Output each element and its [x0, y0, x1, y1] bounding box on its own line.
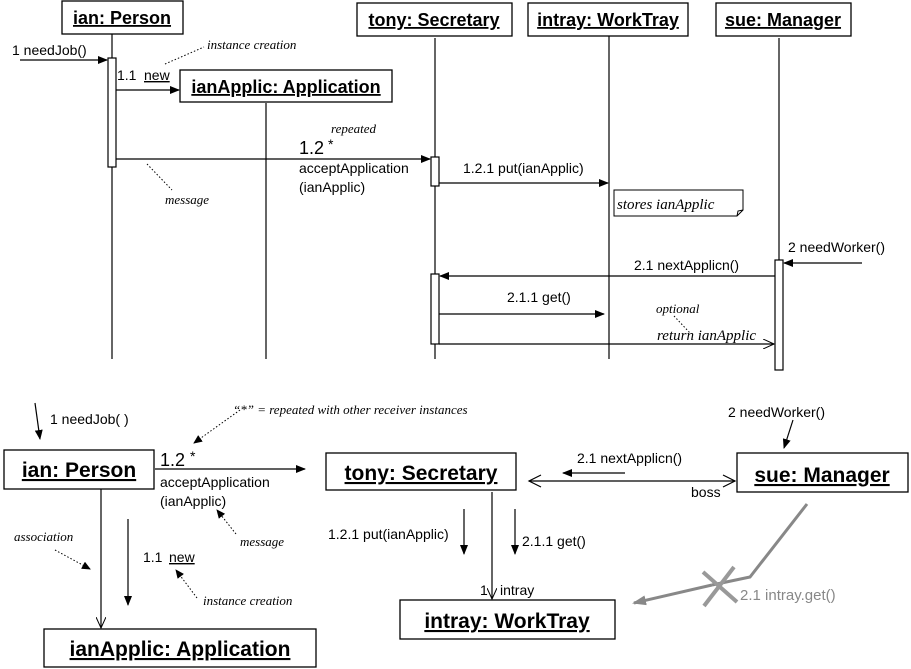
object-label: ianApplic: Application: [70, 638, 291, 661]
object-label: intray: WorkTray: [537, 10, 679, 30]
message-new-seq: 1.1: [143, 549, 163, 565]
navigability-arrow: [527, 474, 542, 488]
activation-ian: [107, 57, 117, 168]
message-nextapplicn: 2.1 nextApplicn(): [634, 257, 739, 273]
collaboration-diagram: ian: Person tony: Secretary sue: Manager…: [3, 402, 909, 668]
annotation-pointer: [175, 569, 198, 599]
note-text: stores ianApplic: [617, 197, 715, 213]
message-put: 1.2.1 put(ianApplic): [328, 526, 449, 542]
annotation-star-meaning: “*” = repeated with other receiver insta…: [233, 402, 468, 417]
message-accept-arg: (ianApplic): [160, 493, 226, 509]
object-label: ian: Person: [73, 8, 171, 28]
annotation-repeated: repeated: [331, 121, 376, 136]
collab-object-ianapplic-application[interactable]: ianApplic: Application: [43, 628, 317, 668]
message-needjob: 1 needJob(): [12, 42, 87, 58]
annotation-pointer: [216, 509, 237, 535]
message-arrow-needjob: [34, 402, 43, 440]
collab-object-ian-person[interactable]: ian: Person: [3, 449, 155, 490]
message-accept-name: acceptApplication: [299, 160, 409, 176]
object-label: sue: Manager: [754, 464, 889, 487]
message-accept-arg: (ianApplic): [299, 179, 365, 195]
annotation-instance-creation: instance creation: [207, 37, 296, 52]
multiplicity-label: 1: [480, 582, 488, 598]
role-label-boss: boss: [691, 484, 721, 500]
message-new-keyword: new: [169, 549, 196, 565]
collab-object-intray-worktray[interactable]: intray: WorkTray: [399, 599, 616, 640]
annotation-pointer: [54, 549, 91, 570]
object-label: tony: Secretary: [368, 10, 499, 30]
object-ian-person[interactable]: ian: Person: [61, 0, 184, 35]
message-arrow-needworker: [782, 419, 794, 449]
message-needjob: 1 needJob( ): [50, 411, 129, 427]
annotation-message: message: [240, 534, 284, 549]
message-nextapplicn: 2.1 nextApplicn(): [577, 450, 682, 466]
annotation-message: message: [165, 192, 209, 207]
object-tony-secretary[interactable]: tony: Secretary: [356, 2, 513, 37]
role-label-intray: intray: [500, 582, 534, 598]
object-intray-worktray[interactable]: intray: WorkTray: [527, 2, 689, 37]
annotation-pointer: [146, 163, 173, 191]
object-sue-manager[interactable]: sue: Manager: [715, 2, 852, 37]
object-label: ian: Person: [22, 459, 136, 482]
message-get: 2.1.1 get(): [522, 533, 586, 549]
note-stores-ianapplic: stores ianApplic: [613, 189, 744, 217]
cross-out-icon: [702, 565, 736, 608]
message-accept-star: *: [328, 136, 334, 152]
sequence-diagram: ian: Person tony: Secretary intray: Work…: [12, 0, 885, 371]
message-needworker: 2 needWorker(): [728, 404, 825, 420]
invalid-message-intray-get: 2.1 intray.get(): [632, 503, 836, 608]
object-label: tony: Secretary: [345, 462, 498, 485]
annotation-pointer: [164, 46, 205, 65]
annotation-association: association: [14, 529, 73, 544]
navigability-arrow: [722, 474, 737, 488]
message-get: 2.1.1 get(): [507, 289, 571, 305]
annotation-instance-creation: instance creation: [203, 593, 292, 608]
collab-object-tony-secretary[interactable]: tony: Secretary: [325, 452, 517, 491]
message-crossed-out: 2.1 intray.get(): [740, 587, 836, 604]
message-return: return ianApplic: [657, 328, 756, 344]
object-label: intray: WorkTray: [424, 610, 590, 633]
message-new-seq: 1.1: [117, 67, 137, 83]
invalid-message-arrow: [632, 583, 713, 606]
object-label: ianApplic: Application: [191, 77, 380, 97]
collab-object-sue-manager[interactable]: sue: Manager: [736, 452, 909, 493]
message-new-keyword: new: [144, 67, 171, 83]
object-ianapplic-application[interactable]: ianApplic: Application: [179, 69, 393, 103]
message-needworker: 2 needWorker(): [788, 239, 885, 255]
activation-sue: [774, 259, 784, 371]
annotation-pointer: [193, 409, 241, 444]
message-accept-name: acceptApplication: [160, 474, 270, 490]
message-put: 1.2.1 put(ianApplic): [463, 160, 584, 176]
message-accept-number: 1.2: [299, 138, 324, 158]
object-label: sue: Manager: [725, 10, 841, 30]
activation-tony-2: [430, 273, 440, 345]
message-accept-star: *: [190, 448, 196, 464]
activation-tony-1: [430, 156, 440, 187]
invalid-link: [711, 503, 809, 587]
message-accept-number: 1.2: [160, 450, 185, 470]
annotation-pointer: [673, 315, 691, 334]
annotation-optional: optional: [656, 301, 700, 316]
